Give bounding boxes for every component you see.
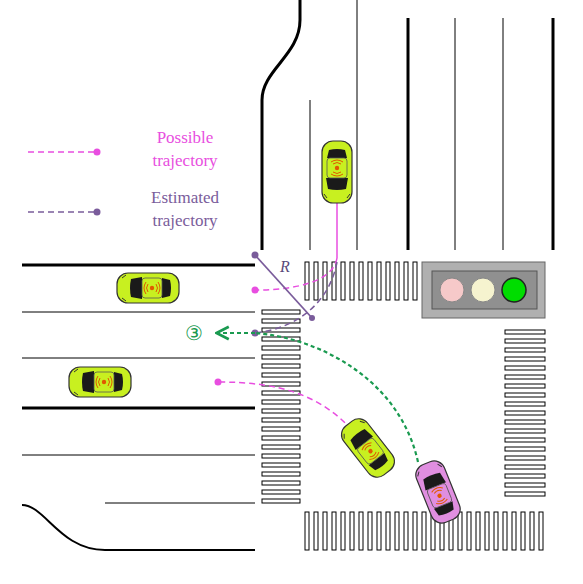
car-icon [337,414,399,481]
car-icon [69,367,131,397]
callout-number: ③ [185,323,203,343]
legend-label: Possible trajectory [125,126,245,172]
radius-label: R [280,259,290,275]
legend-label: Estimated trajectory [125,186,245,232]
car-icon [117,273,179,303]
car-icon [322,141,352,203]
car-icon [412,458,463,527]
traffic-light [422,262,545,318]
